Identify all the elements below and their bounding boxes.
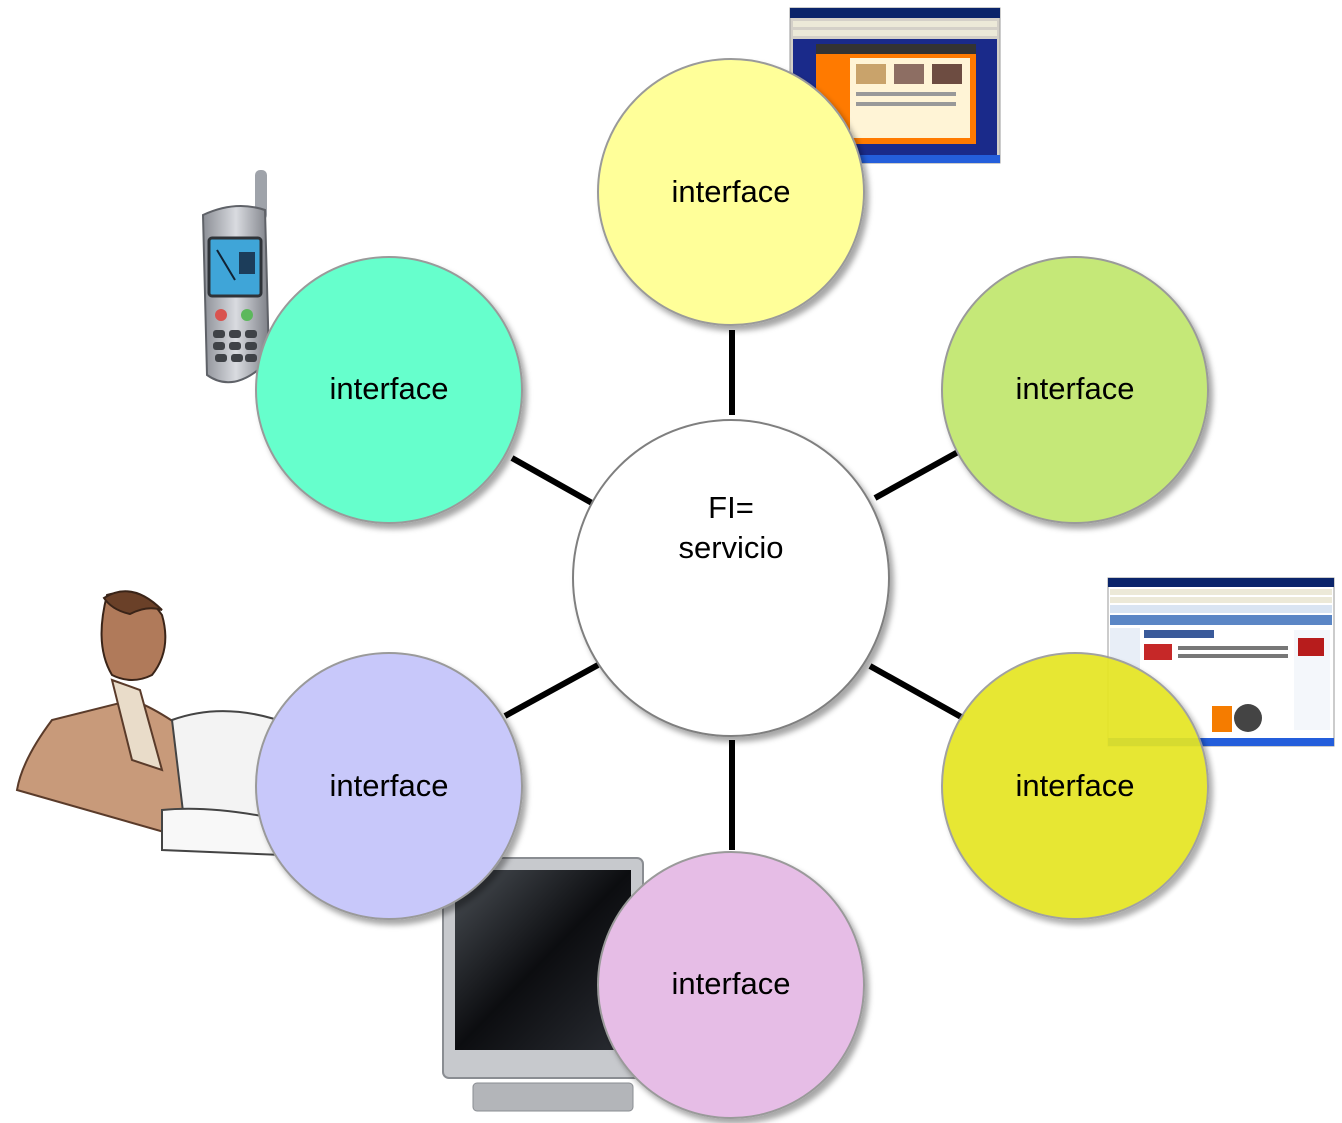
node-upper-left-label: interface xyxy=(329,371,449,406)
node-upper-left xyxy=(255,256,523,524)
node-bottom xyxy=(597,851,865,1119)
edge-upper-left xyxy=(510,455,594,506)
center-label-line2: servicio xyxy=(678,530,784,565)
browser-window-icon xyxy=(789,7,1001,164)
node-upper-right xyxy=(941,256,1209,524)
node-top xyxy=(597,58,865,326)
connectors xyxy=(503,330,965,850)
mobile-phone-icon xyxy=(201,170,271,384)
edge-upper-right xyxy=(873,449,960,501)
person-at-computer-icon xyxy=(15,590,294,857)
node-upper-right-label: interface xyxy=(1015,371,1135,406)
center-label-line1: FI= xyxy=(708,490,754,525)
node-bottom-label: interface xyxy=(671,966,791,1001)
node-lower-left-label: interface xyxy=(329,768,449,803)
node-lower-right-label: interface xyxy=(1015,768,1135,803)
center-node-label: FI= servicio xyxy=(631,488,831,568)
node-bubbles xyxy=(255,58,1209,1119)
center-node xyxy=(572,419,890,737)
edge-lower-right xyxy=(868,663,965,721)
node-lower-right xyxy=(941,652,1209,920)
node-lower-left xyxy=(255,652,523,920)
node-top-label: interface xyxy=(671,174,791,209)
edge-lower-left xyxy=(503,662,600,719)
